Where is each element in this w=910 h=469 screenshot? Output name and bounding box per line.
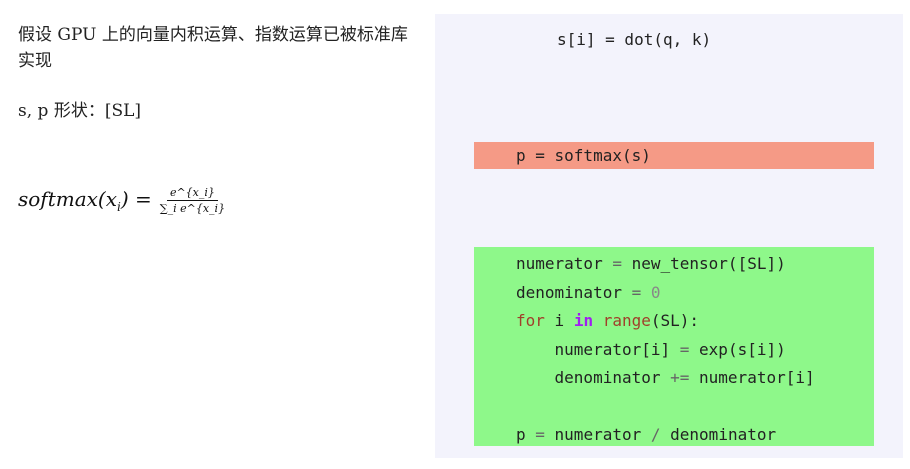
shape-note: s, p 形状：[SL] bbox=[18, 101, 142, 121]
formula-lhs-text: softmax(x bbox=[18, 187, 117, 211]
code-line: denominator += numerator[i] bbox=[516, 368, 815, 387]
code-block: numerator = new_tensor([SL]) denominator… bbox=[516, 250, 815, 450]
code-line: for i in range(SL): bbox=[516, 311, 700, 330]
formula-lhs: softmax(xi) = bbox=[18, 187, 152, 214]
expanded-softmax-highlight: numerator = new_tensor([SL]) denominator… bbox=[474, 247, 874, 446]
formula-fraction: e^{x_i} ∑_i e^{x_i} bbox=[160, 186, 225, 215]
formula-numerator: e^{x_i} bbox=[166, 186, 218, 201]
code-line: p = numerator / denominator bbox=[516, 425, 777, 444]
formula-denominator: ∑_i e^{x_i} bbox=[159, 202, 226, 215]
formula-subscript: i bbox=[117, 200, 121, 214]
code-line-softmax: p = softmax(s) bbox=[516, 146, 651, 165]
code-line: denominator = 0 bbox=[516, 282, 661, 302]
code-line: numerator = new_tensor([SL]) bbox=[516, 254, 786, 273]
softmax-formula: softmax(xi) = e^{x_i} ∑_i e^{x_i} bbox=[18, 186, 225, 215]
code-line: numerator[i] = exp(s[i]) bbox=[516, 339, 786, 359]
intro-text: 假设 GPU 上的向量内积运算、指数运算已被标准库实现 bbox=[18, 25, 408, 71]
softmax-highlight: p = softmax(s) bbox=[474, 142, 874, 169]
code-line-dot: s[i] = dot(q, k) bbox=[557, 30, 712, 49]
